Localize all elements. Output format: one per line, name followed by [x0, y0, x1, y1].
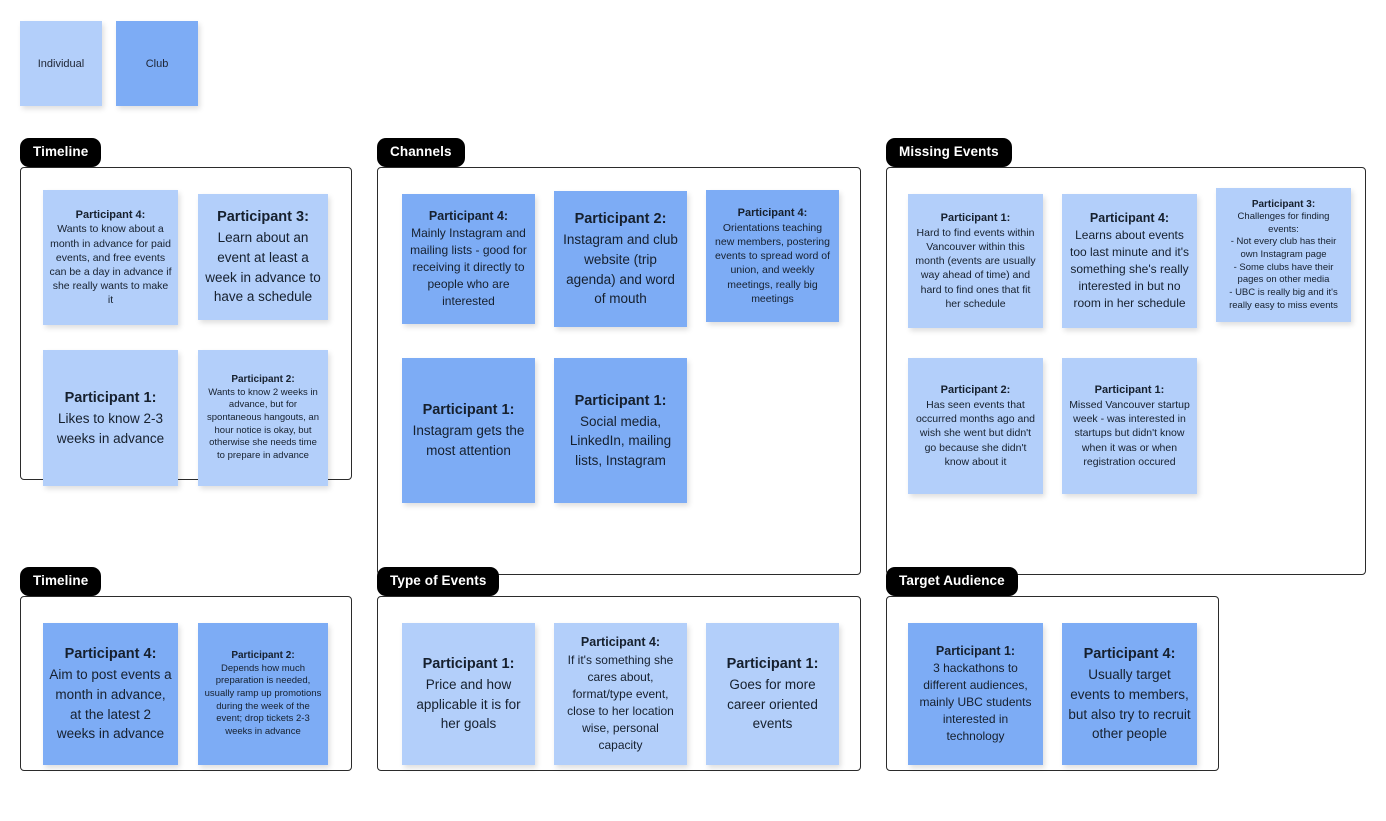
- note-participant: Participant 1:: [940, 212, 1011, 225]
- sticky-note[interactable]: Participant 1: Social media, LinkedIn, m…: [554, 358, 687, 503]
- sticky-note[interactable]: Participant 4: Learns about events too l…: [1062, 194, 1197, 328]
- sticky-note[interactable]: Participant 2: Has seen events that occu…: [908, 358, 1043, 494]
- note-participant: Participant 2:: [231, 650, 295, 662]
- note-body: Challenges for finding events: - Not eve…: [1229, 211, 1338, 311]
- note-body: Wants to know about a month in advance f…: [49, 223, 172, 307]
- note-participant: Participant 4:: [1089, 210, 1170, 225]
- note-participant: Participant 4:: [75, 208, 146, 221]
- sticky-note[interactable]: Participant 1: Missed Vancouver startup …: [1062, 358, 1197, 494]
- group-panel-missing-events: Participant 1: Hard to find events withi…: [886, 167, 1366, 575]
- group-panel-channels: Participant 4: Mainly Instagram and mail…: [377, 167, 861, 575]
- sticky-note[interactable]: Participant 2: Instagram and club websit…: [554, 191, 687, 327]
- note-participant: Participant 1:: [422, 656, 515, 673]
- note-participant: Participant 1:: [726, 656, 819, 673]
- note-body: Orientations teaching new members, poste…: [715, 221, 830, 305]
- sticky-note[interactable]: Participant 4: Mainly Instagram and mail…: [402, 194, 535, 324]
- note-participant: Participant 2:: [940, 384, 1011, 397]
- sticky-note[interactable]: Participant 1: Instagram gets the most a…: [402, 358, 535, 503]
- note-body: Mainly Instagram and mailing lists - goo…: [410, 226, 527, 309]
- group-header-type-of-events[interactable]: Type of Events: [377, 567, 500, 596]
- note-participant: Participant 4:: [1083, 646, 1176, 663]
- sticky-note[interactable]: Participant 1: Likes to know 2-3 weeks i…: [43, 350, 178, 486]
- note-body: Learns about events too last minute and …: [1069, 228, 1190, 311]
- note-participant: Participant 4:: [64, 646, 157, 663]
- group-panel-type-of-events: Participant 1: Price and how applicable …: [377, 596, 861, 771]
- group-panel-timeline-top: Participant 4: Wants to know about a mon…: [20, 167, 352, 486]
- note-body: Learn about an event at least a week in …: [205, 230, 321, 305]
- group-panel-target-audience: Participant 1: 3 hackathons to different…: [886, 596, 1219, 771]
- sticky-note[interactable]: Participant 4: If it's something she car…: [554, 623, 687, 765]
- note-participant: Participant 4:: [580, 635, 661, 650]
- note-body: Missed Vancouver startup week - was inte…: [1069, 398, 1190, 468]
- group-header-missing-events[interactable]: Missing Events: [886, 138, 1012, 167]
- note-body: Aim to post events a month in advance, a…: [49, 667, 172, 742]
- sticky-note[interactable]: Participant 3: Challenges for finding ev…: [1216, 188, 1351, 322]
- legend: Individual Club: [20, 21, 198, 106]
- sticky-note[interactable]: Participant 4: Usually target events to …: [1062, 623, 1197, 765]
- note-participant: Participant 1:: [422, 402, 515, 419]
- group-header-timeline-top[interactable]: Timeline: [20, 138, 102, 167]
- sticky-note[interactable]: Participant 4: Aim to post events a mont…: [43, 623, 178, 765]
- legend-label-individual: Individual: [37, 57, 85, 70]
- sticky-note[interactable]: Participant 4: Wants to know about a mon…: [43, 190, 178, 325]
- note-body: Usually target events to members, but al…: [1068, 667, 1191, 742]
- group-panel-timeline-bottom: Participant 4: Aim to post events a mont…: [20, 596, 352, 771]
- sticky-note[interactable]: Participant 1: Hard to find events withi…: [908, 194, 1043, 328]
- group-header-target-audience[interactable]: Target Audience: [886, 567, 1018, 596]
- note-participant: Participant 3:: [217, 209, 309, 226]
- sticky-note[interactable]: Participant 3: Learn about an event at l…: [198, 194, 328, 320]
- group-header-timeline-bottom[interactable]: Timeline: [20, 567, 102, 596]
- note-participant: Participant 4:: [428, 208, 509, 223]
- note-body: Social media, LinkedIn, mailing lists, I…: [569, 413, 672, 468]
- note-body: Depends how much preparation is needed, …: [204, 662, 322, 737]
- note-participant: Participant 2:: [574, 211, 667, 228]
- note-body: Goes for more career oriented events: [727, 677, 818, 732]
- note-body: Price and how applicable it is for her g…: [416, 677, 521, 732]
- sticky-note[interactable]: Participant 4: Orientations teaching new…: [706, 190, 839, 322]
- note-participant: Participant 4:: [737, 207, 808, 220]
- note-participant: Participant 1:: [64, 389, 157, 406]
- legend-card-individual[interactable]: Individual: [20, 21, 102, 106]
- sticky-note[interactable]: Participant 1: Goes for more career orie…: [706, 623, 839, 765]
- sticky-note[interactable]: Participant 2: Depends how much preparat…: [198, 623, 328, 765]
- note-body: Instagram and club website (trip agenda)…: [563, 232, 678, 307]
- note-body: Hard to find events within Vancouver wit…: [915, 226, 1036, 310]
- note-body: Wants to know 2 weeks in advance, but fo…: [207, 386, 319, 461]
- sticky-note[interactable]: Participant 1: 3 hackathons to different…: [908, 623, 1043, 765]
- note-body: Instagram gets the most attention: [412, 423, 525, 458]
- sticky-note[interactable]: Participant 2: Wants to know 2 weeks in …: [198, 350, 328, 486]
- note-body: Likes to know 2-3 weeks in advance: [56, 410, 165, 446]
- note-body: If it's something she cares about, forma…: [567, 652, 674, 752]
- note-body: Has seen events that occurred months ago…: [915, 398, 1036, 468]
- note-participant: Participant 2:: [231, 374, 295, 386]
- note-participant: Participant 1:: [574, 392, 667, 409]
- legend-card-club[interactable]: Club: [116, 21, 198, 106]
- legend-label-club: Club: [145, 57, 169, 70]
- note-participant: Participant 1:: [935, 643, 1016, 658]
- note-body: 3 hackathons to different audiences, mai…: [919, 661, 1032, 744]
- group-header-channels[interactable]: Channels: [377, 138, 465, 167]
- note-participant: Participant 3:: [1251, 198, 1316, 210]
- sticky-note[interactable]: Participant 1: Price and how applicable …: [402, 623, 535, 765]
- note-participant: Participant 1:: [1094, 384, 1165, 397]
